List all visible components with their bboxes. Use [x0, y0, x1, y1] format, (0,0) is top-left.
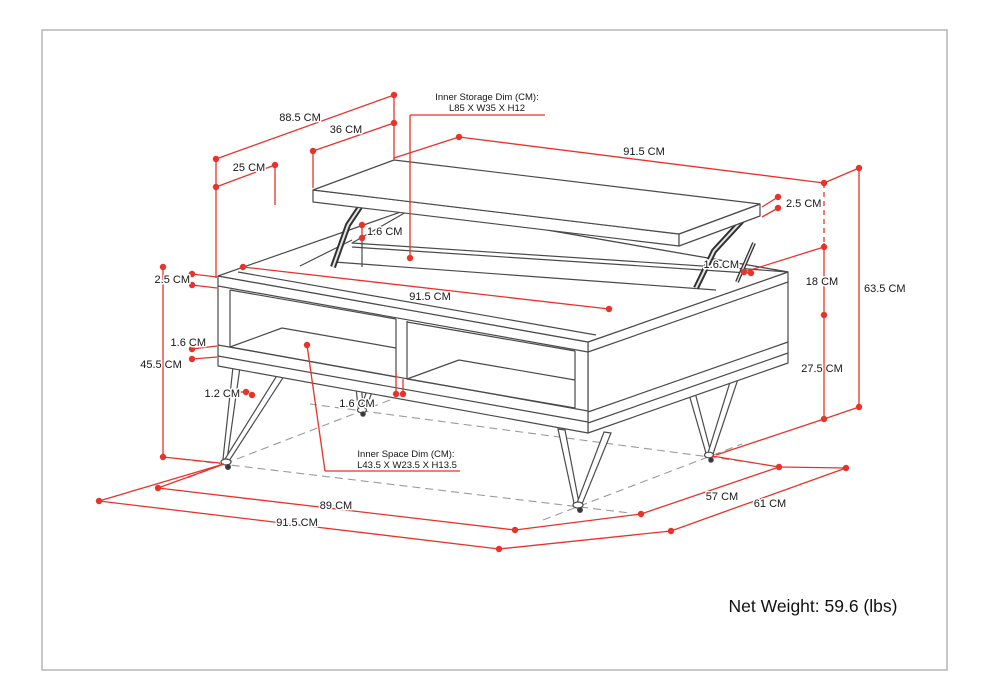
- dim-label-57: 57 CM: [706, 491, 738, 503]
- dim-label-91-5-top: 91.5 CM: [623, 146, 665, 158]
- dim-label-61: 61 CM: [754, 498, 786, 510]
- storage-dim-title: Inner Storage Dim (CM):: [435, 92, 538, 103]
- dim-label-63-5: 63.5 CM: [864, 283, 906, 295]
- net-weight-label: Net Weight: 59.6 (lbs): [729, 596, 898, 616]
- dim-label-1-6-bottom: 1.6 CM: [339, 398, 374, 410]
- dimension-labels: 88.5 CM 36 CM 25 CM 91.5 CM 2.5 CM 1.6 C…: [139, 111, 907, 531]
- annotation-labels: Inner Storage Dim (CM): L85 X W35 X H12 …: [356, 91, 541, 473]
- dim-label-1-6-left: 1.6 CM: [171, 337, 206, 349]
- dim-label-91-5-mid: 91.5 CM: [409, 291, 451, 303]
- cubby-right: [406, 321, 576, 409]
- dim-label-2-5-left: 2.5 CM: [155, 274, 190, 286]
- cubby-left: [229, 289, 397, 378]
- dim-label-36: 36 CM: [330, 124, 362, 136]
- cubby-divider: [395, 319, 408, 379]
- lift-arms: [330, 205, 756, 290]
- dim-label-27-5: 27.5 CM: [801, 363, 843, 375]
- dim-label-45-5: 45.5 CM: [140, 359, 182, 371]
- space-dim-title: Inner Space Dim (CM):: [357, 449, 454, 460]
- space-dim-value: L43.5 X W23.5 X H13.5: [357, 460, 457, 471]
- dim-label-18: 18 CM: [806, 276, 838, 288]
- dim-label-1-2: 1.2 CM: [205, 388, 240, 400]
- dim-label-1-6-arm-left: 1.6 CM: [367, 226, 402, 238]
- dim-label-89: 89 CM: [320, 500, 352, 512]
- dim-label-2-5-right: 2.5 CM: [786, 198, 821, 210]
- dim-label-88-5: 88.5 CM: [279, 112, 321, 124]
- dim-label-25: 25 CM: [233, 162, 265, 174]
- fixed-top-panel: [351, 206, 789, 273]
- storage-dim-value: L85 X W35 X H12: [449, 103, 525, 114]
- dim-label-1-6-arm-right: 1.6 CM: [704, 259, 739, 271]
- slab-top-face: [312, 159, 761, 235]
- dimension-dots: [95, 91, 863, 553]
- lift-top-slab: [312, 159, 761, 247]
- dim-label-91-5-bottom: 91.5 CM: [276, 517, 318, 529]
